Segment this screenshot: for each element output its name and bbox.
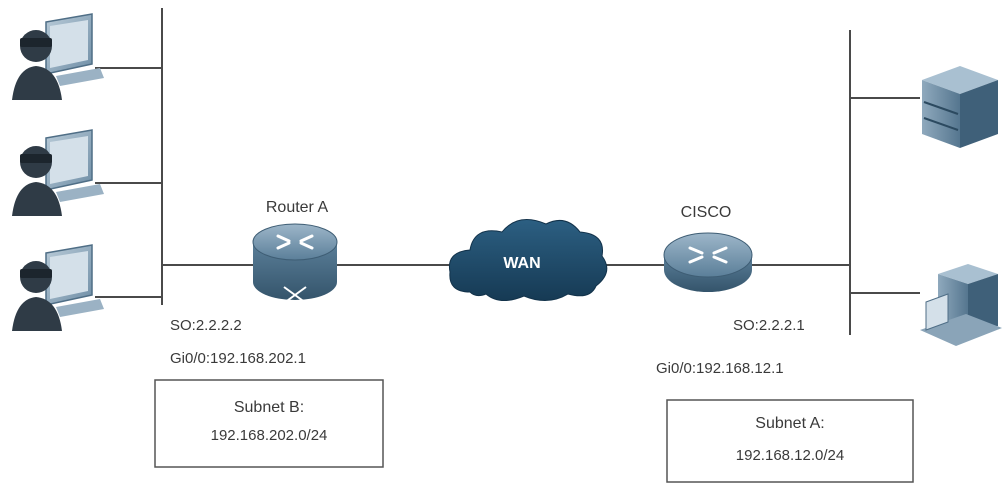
router-a-icon xyxy=(252,223,338,304)
user-workstation-icon xyxy=(12,13,104,100)
subnet-a-box xyxy=(666,399,914,483)
wan-cloud-icon xyxy=(448,219,608,301)
wan-label: WAN xyxy=(503,255,540,272)
cisco-gi-interface: Gi0/0:192.168.12.1 xyxy=(656,360,784,377)
router-a-label: Router A xyxy=(266,199,329,216)
desktop-pc-icon xyxy=(920,264,1002,346)
server-icon xyxy=(922,66,998,148)
subnet-a-value: 192.168.12.0/24 xyxy=(736,447,844,464)
subnet-a-title: Subnet A: xyxy=(755,415,824,432)
router-a-serial-interface: SO:2.2.2.2 xyxy=(170,317,242,334)
cisco-router-icon xyxy=(663,232,753,292)
subnet-b-title: Subnet B: xyxy=(234,399,304,416)
subnet-b-value: 192.168.202.0/24 xyxy=(211,427,328,444)
user-workstation-icon xyxy=(12,244,104,331)
cisco-serial-interface: SO:2.2.2.1 xyxy=(733,317,805,334)
user-workstation-icon xyxy=(12,129,104,216)
subnet-b-box xyxy=(154,379,384,468)
router-a-gi-interface: Gi0/0:192.168.202.1 xyxy=(170,350,306,367)
cisco-label: CISCO xyxy=(681,204,732,221)
